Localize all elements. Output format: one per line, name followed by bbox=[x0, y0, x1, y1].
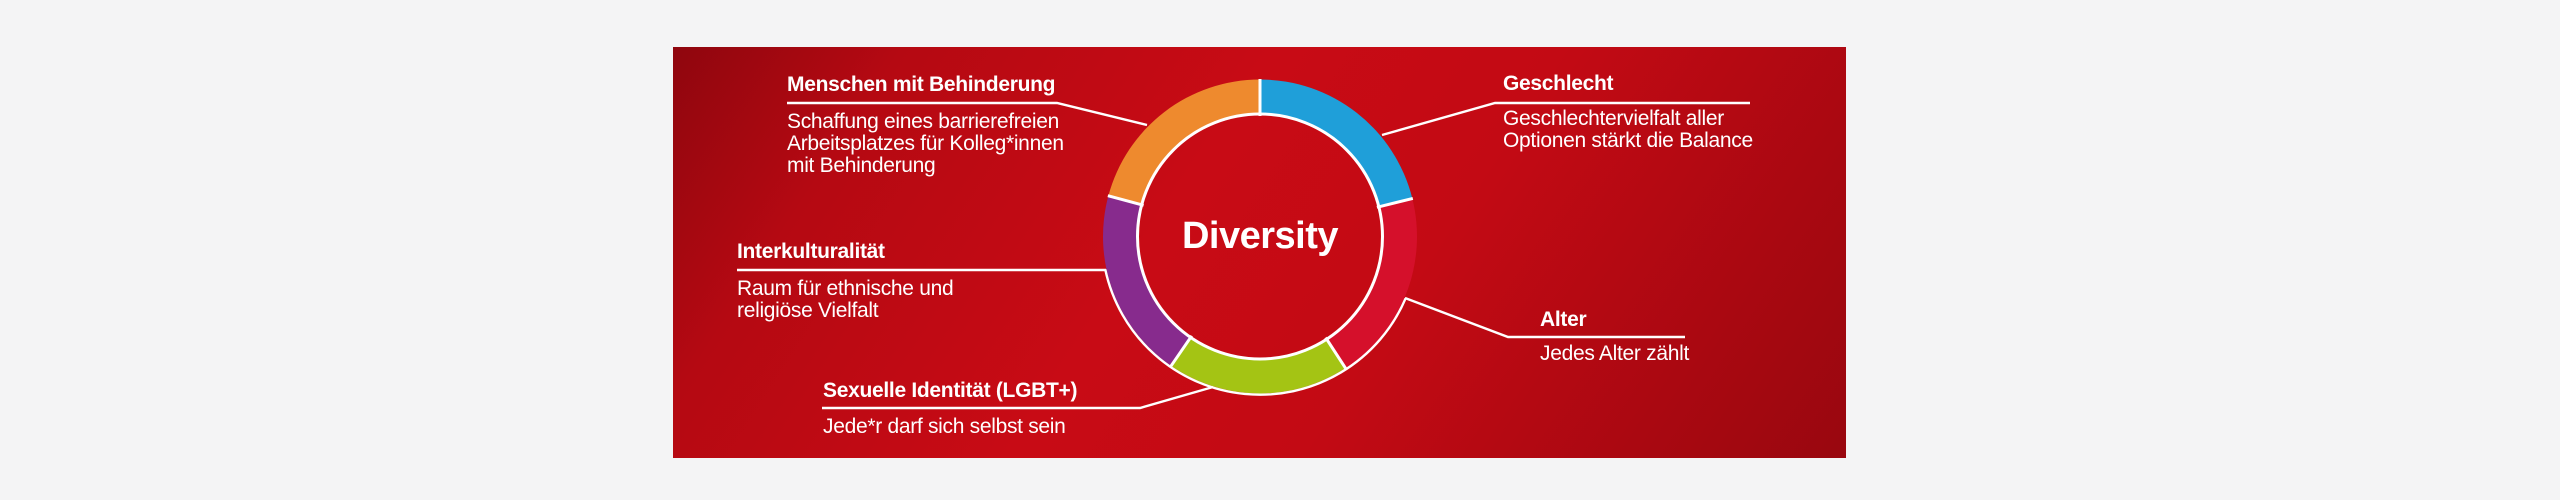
label-body-interkulturalitaet: Raum für ethnische und religiöse Vielfal… bbox=[737, 277, 954, 322]
label-title-menschen-mit-behinderung: Menschen mit Behinderung bbox=[787, 73, 1056, 96]
label-title-alter: Alter bbox=[1540, 308, 1587, 331]
label-title-geschlecht: Geschlecht bbox=[1503, 72, 1614, 95]
donut-outer-arc bbox=[1104, 269, 1407, 396]
diversity-infographic-panel: Diversity Menschen mit Behinderung Schaf… bbox=[673, 47, 1846, 458]
label-body-geschlecht: Geschlechtervielfalt aller Optionen stär… bbox=[1503, 107, 1753, 152]
donut-segment-geschlecht bbox=[1260, 79, 1413, 207]
donut-segment-sexuelle-identitaet bbox=[1171, 337, 1346, 394]
label-body-menschen-mit-behinderung: Schaffung eines barrierefreien Arbeitspl… bbox=[787, 110, 1064, 177]
label-body-sexuelle-identitaet: Jede*r darf sich selbst sein bbox=[823, 415, 1066, 438]
donut-separator bbox=[1324, 336, 1348, 370]
label-body-alter: Jedes Alter zählt bbox=[1540, 342, 1689, 365]
label-title-interkulturalitaet: Interkulturalität bbox=[737, 240, 885, 263]
donut-segment-menschen-mit-behinderung bbox=[1108, 79, 1260, 205]
label-title-sexuelle-identitaet: Sexuelle Identität (LGBT+) bbox=[823, 379, 1078, 402]
donut-separator bbox=[1376, 196, 1414, 209]
donut-separator bbox=[1107, 194, 1144, 207]
donut-separator bbox=[1169, 334, 1193, 368]
donut-center-title: Diversity bbox=[1181, 215, 1339, 257]
